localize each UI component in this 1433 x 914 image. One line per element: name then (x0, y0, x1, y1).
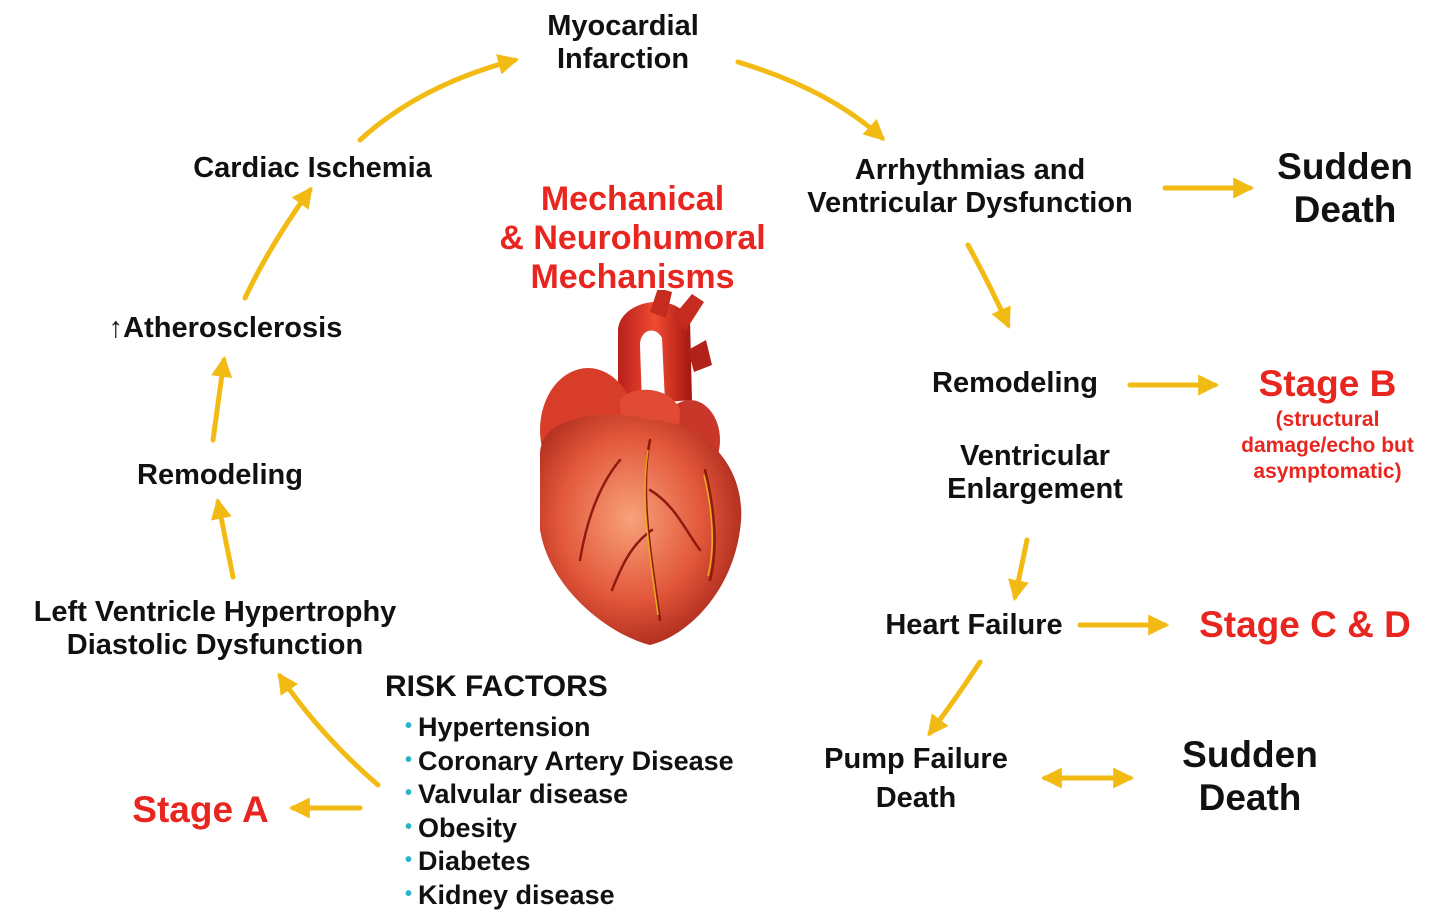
heart-illustration (500, 290, 770, 650)
node-label-line: Sudden (1150, 733, 1350, 776)
node-label-line: Myocardial (500, 10, 746, 43)
node-sudden-death-bottom: Sudden Death (1150, 733, 1350, 819)
node-label-line: Infarction (500, 43, 746, 76)
bullet-icon: • (405, 782, 412, 804)
risk-factors-list: • Hypertension • Coronary Artery Disease •… (405, 712, 734, 914)
stage-a-label: Stage A (118, 789, 283, 831)
arrow-lvh-to-remodeling (218, 502, 233, 577)
arrow-risk-to-lvh (280, 676, 378, 785)
node-label-line: Death (1150, 776, 1350, 819)
node-label-line: Left Ventricle Hypertrophy (0, 596, 430, 629)
node-label-line: Enlargement (915, 473, 1155, 506)
list-item: • Coronary Artery Disease (405, 746, 734, 780)
note-line: asymptomatic) (1215, 459, 1433, 485)
node-label-line: Ventricular Dysfunction (770, 187, 1170, 220)
node-pump-failure-death: Pump Failure Death (805, 740, 1027, 818)
bullet-icon: • (405, 883, 412, 905)
heading-line: & Neurohumoral (470, 219, 795, 258)
risk-factor-text: Hypertension (418, 712, 591, 742)
risk-factors-title: RISK FACTORS (385, 670, 640, 704)
arrow-remodeling-to-atherosclerosis (213, 360, 224, 440)
arrow-heart-failure-to-pump-failure (930, 662, 980, 733)
arrow-atherosclerosis-to-ischemia (245, 190, 310, 298)
list-item: • Valvular disease (405, 779, 734, 813)
note-line: (structural (1215, 407, 1433, 433)
node-atherosclerosis: ↑Atherosclerosis (88, 312, 363, 345)
node-label-line: Sudden (1245, 145, 1433, 188)
heading-line: Mechanical (470, 180, 795, 219)
node-label-line: Diastolic Dysfunction (0, 629, 430, 662)
node-arrhythmias: Arrhythmias and Ventricular Dysfunction (770, 154, 1170, 220)
node-label-line: Death (805, 779, 1027, 818)
risk-factor-text: Valvular disease (418, 779, 628, 809)
bullet-icon: • (405, 715, 412, 737)
note-line: damage/echo but (1215, 433, 1433, 459)
node-label-line: Pump Failure (805, 740, 1027, 779)
list-item: • Hypertension (405, 712, 734, 746)
arrow-mi-to-arrhythmias (738, 62, 882, 138)
list-item: • Obesity (405, 813, 734, 847)
node-lvh: Left Ventricle Hypertrophy Diastolic Dys… (0, 596, 430, 662)
node-label-line: Death (1245, 188, 1433, 231)
node-heart-failure: Heart Failure (868, 609, 1080, 642)
bullet-icon: • (405, 749, 412, 771)
heading-line: Mechanisms (470, 258, 795, 297)
risk-factor-text: Obesity (418, 813, 517, 843)
node-remodeling-right: Remodeling (900, 367, 1130, 400)
stage-cd-label: Stage C & D (1180, 603, 1430, 647)
mechanisms-heading: Mechanical & Neurohumoral Mechanisms (470, 180, 795, 297)
list-item: • Diabetes (405, 846, 734, 880)
risk-factor-text: Kidney disease (418, 880, 615, 910)
arrow-enlargement-to-heart-failure (1015, 540, 1027, 597)
node-myocardial-infarction: Myocardial Infarction (500, 10, 746, 76)
node-cardiac-ischemia: Cardiac Ischemia (170, 152, 455, 185)
risk-factor-text: Coronary Artery Disease (418, 746, 734, 776)
node-sudden-death-top: Sudden Death (1245, 145, 1433, 231)
list-item: • Kidney disease (405, 880, 734, 914)
stage-b-label: Stage B (1230, 363, 1425, 405)
bullet-icon: • (405, 849, 412, 871)
arrow-arrhythmias-to-remodeling (968, 245, 1008, 325)
stage-b-note: (structural damage/echo but asymptomatic… (1215, 407, 1433, 485)
risk-factor-text: Diabetes (418, 846, 531, 876)
node-remodeling-left: Remodeling (110, 459, 330, 492)
arrow-ischemia-to-mi (360, 60, 515, 140)
node-ventricular-enlargement: Ventricular Enlargement (915, 440, 1155, 506)
bullet-icon: • (405, 816, 412, 838)
node-label-line: Ventricular (915, 440, 1155, 473)
node-label-line: Arrhythmias and (770, 154, 1170, 187)
